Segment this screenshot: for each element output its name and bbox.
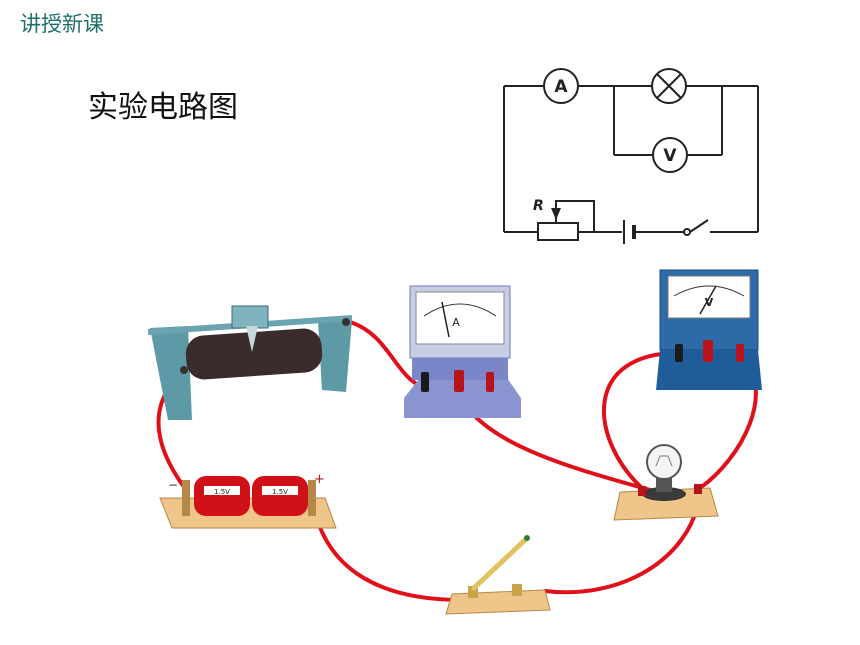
rheostat-label: R	[533, 198, 544, 214]
lamp-apparatus[interactable]	[613, 444, 719, 521]
battery-minus-label: −	[168, 478, 178, 492]
switch-symbol	[683, 228, 691, 236]
ammeter-apparatus[interactable]: A	[404, 285, 521, 418]
battery-apparatus[interactable]: 1.5V 1.5V − +	[159, 472, 337, 529]
ammeter-dial-symbol: A	[452, 316, 460, 329]
lamp-symbol	[651, 68, 687, 104]
voltmeter-apparatus[interactable]: V	[656, 269, 762, 390]
voltmeter-symbol: V	[652, 137, 688, 173]
voltmeter-symbol-label: V	[663, 146, 677, 166]
rheostat-apparatus[interactable]	[147, 305, 353, 420]
voltmeter-dial-symbol: V	[705, 296, 714, 309]
ammeter-symbol: A	[543, 68, 579, 104]
ammeter-symbol-label: A	[554, 77, 568, 97]
battery-cell-1-label: 1.5V	[214, 488, 230, 496]
battery-symbol	[623, 220, 636, 244]
section-header: 讲授新课	[20, 12, 104, 36]
battery-cell-2-label: 1.5V	[272, 488, 288, 496]
slide-title: 实验电路图	[88, 90, 238, 125]
battery-plus-label: +	[314, 472, 325, 487]
switch-apparatus[interactable]	[445, 535, 551, 615]
rheostat-symbol: R	[533, 198, 579, 241]
